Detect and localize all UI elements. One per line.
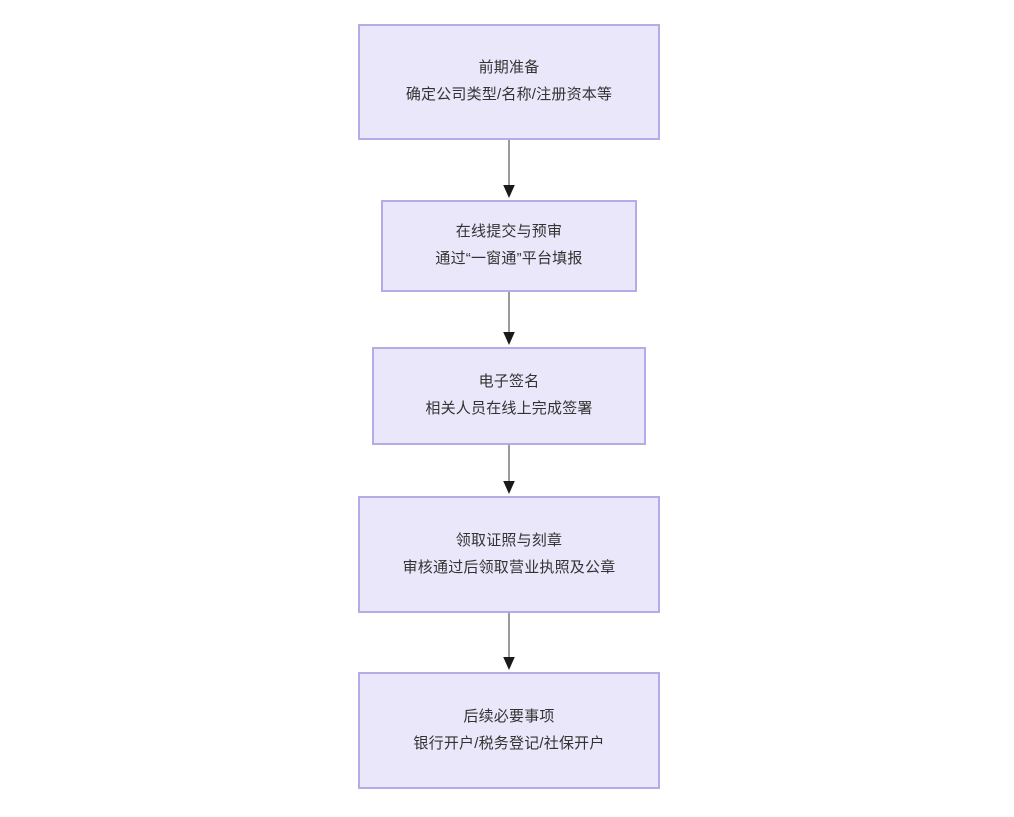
node-detail: 通过“一窗通”平台填报 [435, 250, 583, 267]
node-detail: 审核通过后领取营业执照及公章 [402, 558, 616, 576]
flowchart-node-step-2[interactable]: 在线提交与预审 通过“一窗通”平台填报 [381, 200, 637, 292]
flowchart-edge-step-2-step-3 [497, 292, 521, 347]
flowchart-node-step-5[interactable]: 后续必要事项 银行开户/税务登记/社保开户 [358, 672, 660, 789]
node-title: 在线提交与预审 [455, 223, 563, 241]
node-detail: 确定公司类型/名称/注册资本等 [405, 86, 613, 103]
node-detail: 银行开户/税务登记/社保开户 [413, 734, 605, 752]
flowchart-edge-step-3-step-4 [497, 445, 521, 496]
node-title: 后续必要事项 [463, 707, 555, 725]
flowchart-edge-step-4-step-5 [497, 613, 521, 672]
node-title: 电子签名 [478, 373, 540, 391]
node-detail: 相关人员在线上完成签署 [425, 400, 593, 417]
flowchart-node-step-1[interactable]: 前期准备 确定公司类型/名称/注册资本等 [358, 24, 660, 140]
flowchart-node-step-3[interactable]: 电子签名 相关人员在线上完成签署 [372, 347, 646, 445]
node-title: 前期准备 [478, 59, 540, 77]
node-title: 领取证照与刻章 [455, 531, 563, 549]
flowchart-edge-step-1-step-2 [497, 140, 521, 200]
flowchart-node-step-4[interactable]: 领取证照与刻章 审核通过后领取营业执照及公章 [358, 496, 660, 613]
